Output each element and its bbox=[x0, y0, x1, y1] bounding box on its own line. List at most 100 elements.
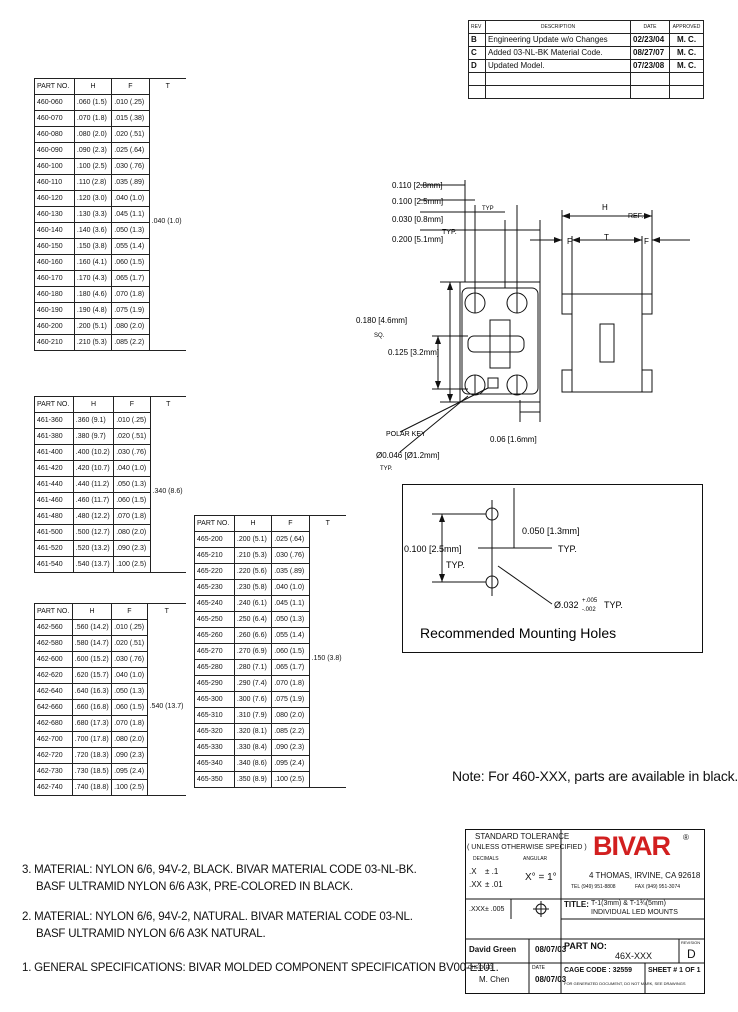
part-no-cell: 460-210 bbox=[34, 334, 75, 351]
t-label: T bbox=[604, 233, 609, 242]
table-row: 460-130.130 (3.3).045 (1.1) bbox=[34, 206, 187, 223]
part-no-cell: 461-400 bbox=[34, 444, 74, 461]
part-no-cell: 461-360 bbox=[34, 412, 74, 429]
table-row: 460-190.190 (4.8).075 (1.9) bbox=[34, 302, 187, 319]
xxx-label: .XXX bbox=[469, 906, 485, 913]
mounting-caption: Recommended Mounting Holes bbox=[420, 625, 616, 641]
h-cell: .230 (5.8) bbox=[233, 579, 273, 596]
h-cell: .460 (11.7) bbox=[72, 492, 115, 509]
dim-0125: 0.125 [3.2mm] bbox=[388, 348, 439, 357]
description-cell: Engineering Update w/o Changes bbox=[485, 33, 631, 47]
h-cell: .240 (6.1) bbox=[233, 595, 273, 612]
revision-row: B Engineering Update w/o Changes 02/23/0… bbox=[468, 33, 704, 47]
part-no-cell: 465-250 bbox=[194, 611, 235, 628]
t-cell: .540 (13.7) bbox=[146, 619, 186, 796]
part-no-cell: 465-210 bbox=[194, 547, 235, 564]
f-cell: .080 (2.0) bbox=[113, 524, 151, 541]
f-cell: .090 (2.3) bbox=[113, 540, 151, 557]
black-note: Note: For 460-XXX, parts are available i… bbox=[452, 768, 738, 784]
h-cell: .620 (15.7) bbox=[71, 667, 113, 684]
f-cell: .060 (1.5) bbox=[113, 492, 151, 509]
f-cell: .095 (2.4) bbox=[111, 763, 148, 780]
part-no-cell: 465-240 bbox=[194, 595, 235, 612]
part-no-cell: 462-580 bbox=[34, 635, 73, 652]
company-tel: TEL (949) 951-8808 bbox=[571, 884, 616, 890]
f-cell: .035 (.89) bbox=[111, 174, 150, 191]
f-cell: .010 (.25) bbox=[111, 94, 150, 111]
xxx-tol: ± .005 bbox=[485, 906, 505, 913]
title-label: TITLE: bbox=[564, 900, 589, 909]
table-row: 462-730.730 (18.5).095 (2.4) bbox=[34, 763, 187, 780]
bivar-logo: BIVAR bbox=[593, 831, 671, 861]
part-no-cell: 462-560 bbox=[34, 619, 73, 636]
note-2-line-1: 2. MATERIAL: NYLON 6/6, 94V-2, NATURAL. … bbox=[22, 911, 413, 923]
part-no-cell: 462-620 bbox=[34, 667, 73, 684]
f-cell: .060 (1.5) bbox=[111, 699, 148, 716]
table-row: 460-060.060 (1.5).010 (.25).040 (1.0) bbox=[34, 94, 186, 351]
f-cell: .030 (.76) bbox=[113, 444, 151, 461]
ref-label: REF. bbox=[628, 213, 643, 220]
cage-code: CAGE CODE : 32559 bbox=[564, 967, 633, 974]
h-cell: .480 (12.2) bbox=[72, 508, 115, 525]
dim-0200: 0.200 [5.1mm] bbox=[392, 235, 443, 244]
f-cell: .020 (.51) bbox=[113, 428, 151, 445]
mount-typ-3: TYP. bbox=[604, 600, 623, 610]
f-cell: .025 (.64) bbox=[271, 531, 310, 548]
part-no-cell: 465-200 bbox=[194, 531, 235, 548]
h-cell: .160 (4.1) bbox=[73, 254, 113, 271]
h-cell: .100 (2.5) bbox=[73, 158, 113, 175]
f-cell: .045 (1.1) bbox=[111, 206, 150, 223]
top-view-outline bbox=[459, 281, 541, 403]
table-row: 465-320.320 (8.1).085 (2.2) bbox=[194, 723, 347, 740]
header-t: T bbox=[149, 78, 186, 95]
rev-header: REV bbox=[468, 20, 486, 34]
part-no-cell: 461-380 bbox=[34, 428, 74, 445]
rev-cell: B bbox=[468, 33, 486, 47]
header-part: PART NO. bbox=[34, 603, 73, 620]
header-t: T bbox=[150, 396, 186, 413]
date-header: DATE bbox=[630, 20, 670, 34]
checked-date: 08/07/03 bbox=[535, 975, 567, 984]
header-f: F bbox=[111, 603, 148, 620]
date-cell: 02/23/04 bbox=[630, 33, 670, 47]
part-no-cell: 461-480 bbox=[34, 508, 74, 525]
f-cell: .060 (1.5) bbox=[111, 254, 150, 271]
h-cell: .420 (10.7) bbox=[72, 460, 115, 477]
h-cell: .540 (13.7) bbox=[72, 556, 115, 573]
date-cell: 08/27/07 bbox=[630, 46, 670, 60]
table-row: 460-100.100 (2.5).030 (.76) bbox=[34, 158, 187, 175]
f-cell: .010 (.25) bbox=[111, 619, 148, 636]
table-row: 462-720.720 (18.3).090 (2.3) bbox=[34, 747, 187, 764]
angular-label: ANGULAR bbox=[523, 856, 548, 862]
f-cell: .080 (2.0) bbox=[271, 707, 310, 724]
mount-tol-plus: +.005 bbox=[582, 598, 598, 604]
h-cell: .340 (8.6) bbox=[233, 755, 273, 772]
table-row: 465-240.240 (6.1).045 (1.1) bbox=[194, 595, 347, 612]
part-no-cell: 460-090 bbox=[34, 142, 75, 159]
std-tol-label: STANDARD TOLERANCE bbox=[475, 832, 570, 841]
f-cell: .070 (1.8) bbox=[113, 508, 151, 525]
f-cell: .085 (2.2) bbox=[111, 334, 150, 351]
h-cell: .280 (7.1) bbox=[233, 659, 273, 676]
header-h: H bbox=[233, 515, 273, 532]
title-block: STANDARD TOLERANCE ( UNLESS OTHERWISE SP… bbox=[465, 829, 705, 994]
part-no-cell: 462-680 bbox=[34, 715, 73, 732]
h-cell: .170 (4.3) bbox=[73, 270, 113, 287]
table-row: 460-090.090 (2.3).025 (.64) bbox=[34, 142, 187, 159]
part-no-cell: 460-190 bbox=[34, 302, 75, 319]
header-part: PART NO. bbox=[34, 78, 75, 95]
f-cell: .095 (2.4) bbox=[271, 755, 310, 772]
angular-tol: X° = 1° bbox=[525, 872, 557, 883]
dim-0100: 0.100 [2.5mm] bbox=[392, 197, 443, 206]
table-row: 465-290.290 (7.4).070 (1.8) bbox=[194, 675, 347, 692]
revision-label: REVISION bbox=[681, 940, 701, 945]
f-cell: .050 (1.3) bbox=[113, 476, 151, 493]
dim-0180: 0.180 [4.6mm] bbox=[356, 316, 407, 325]
table-row: 462-600.600 (15.2).030 (.76) bbox=[34, 651, 187, 668]
part-no-cell: 465-320 bbox=[194, 723, 235, 740]
f-cell: .075 (1.9) bbox=[271, 691, 310, 708]
part-no-cell: 460-160 bbox=[34, 254, 75, 271]
header-part: PART NO. bbox=[34, 396, 74, 413]
table-row: 460-180.180 (4.6).070 (1.8) bbox=[34, 286, 187, 303]
